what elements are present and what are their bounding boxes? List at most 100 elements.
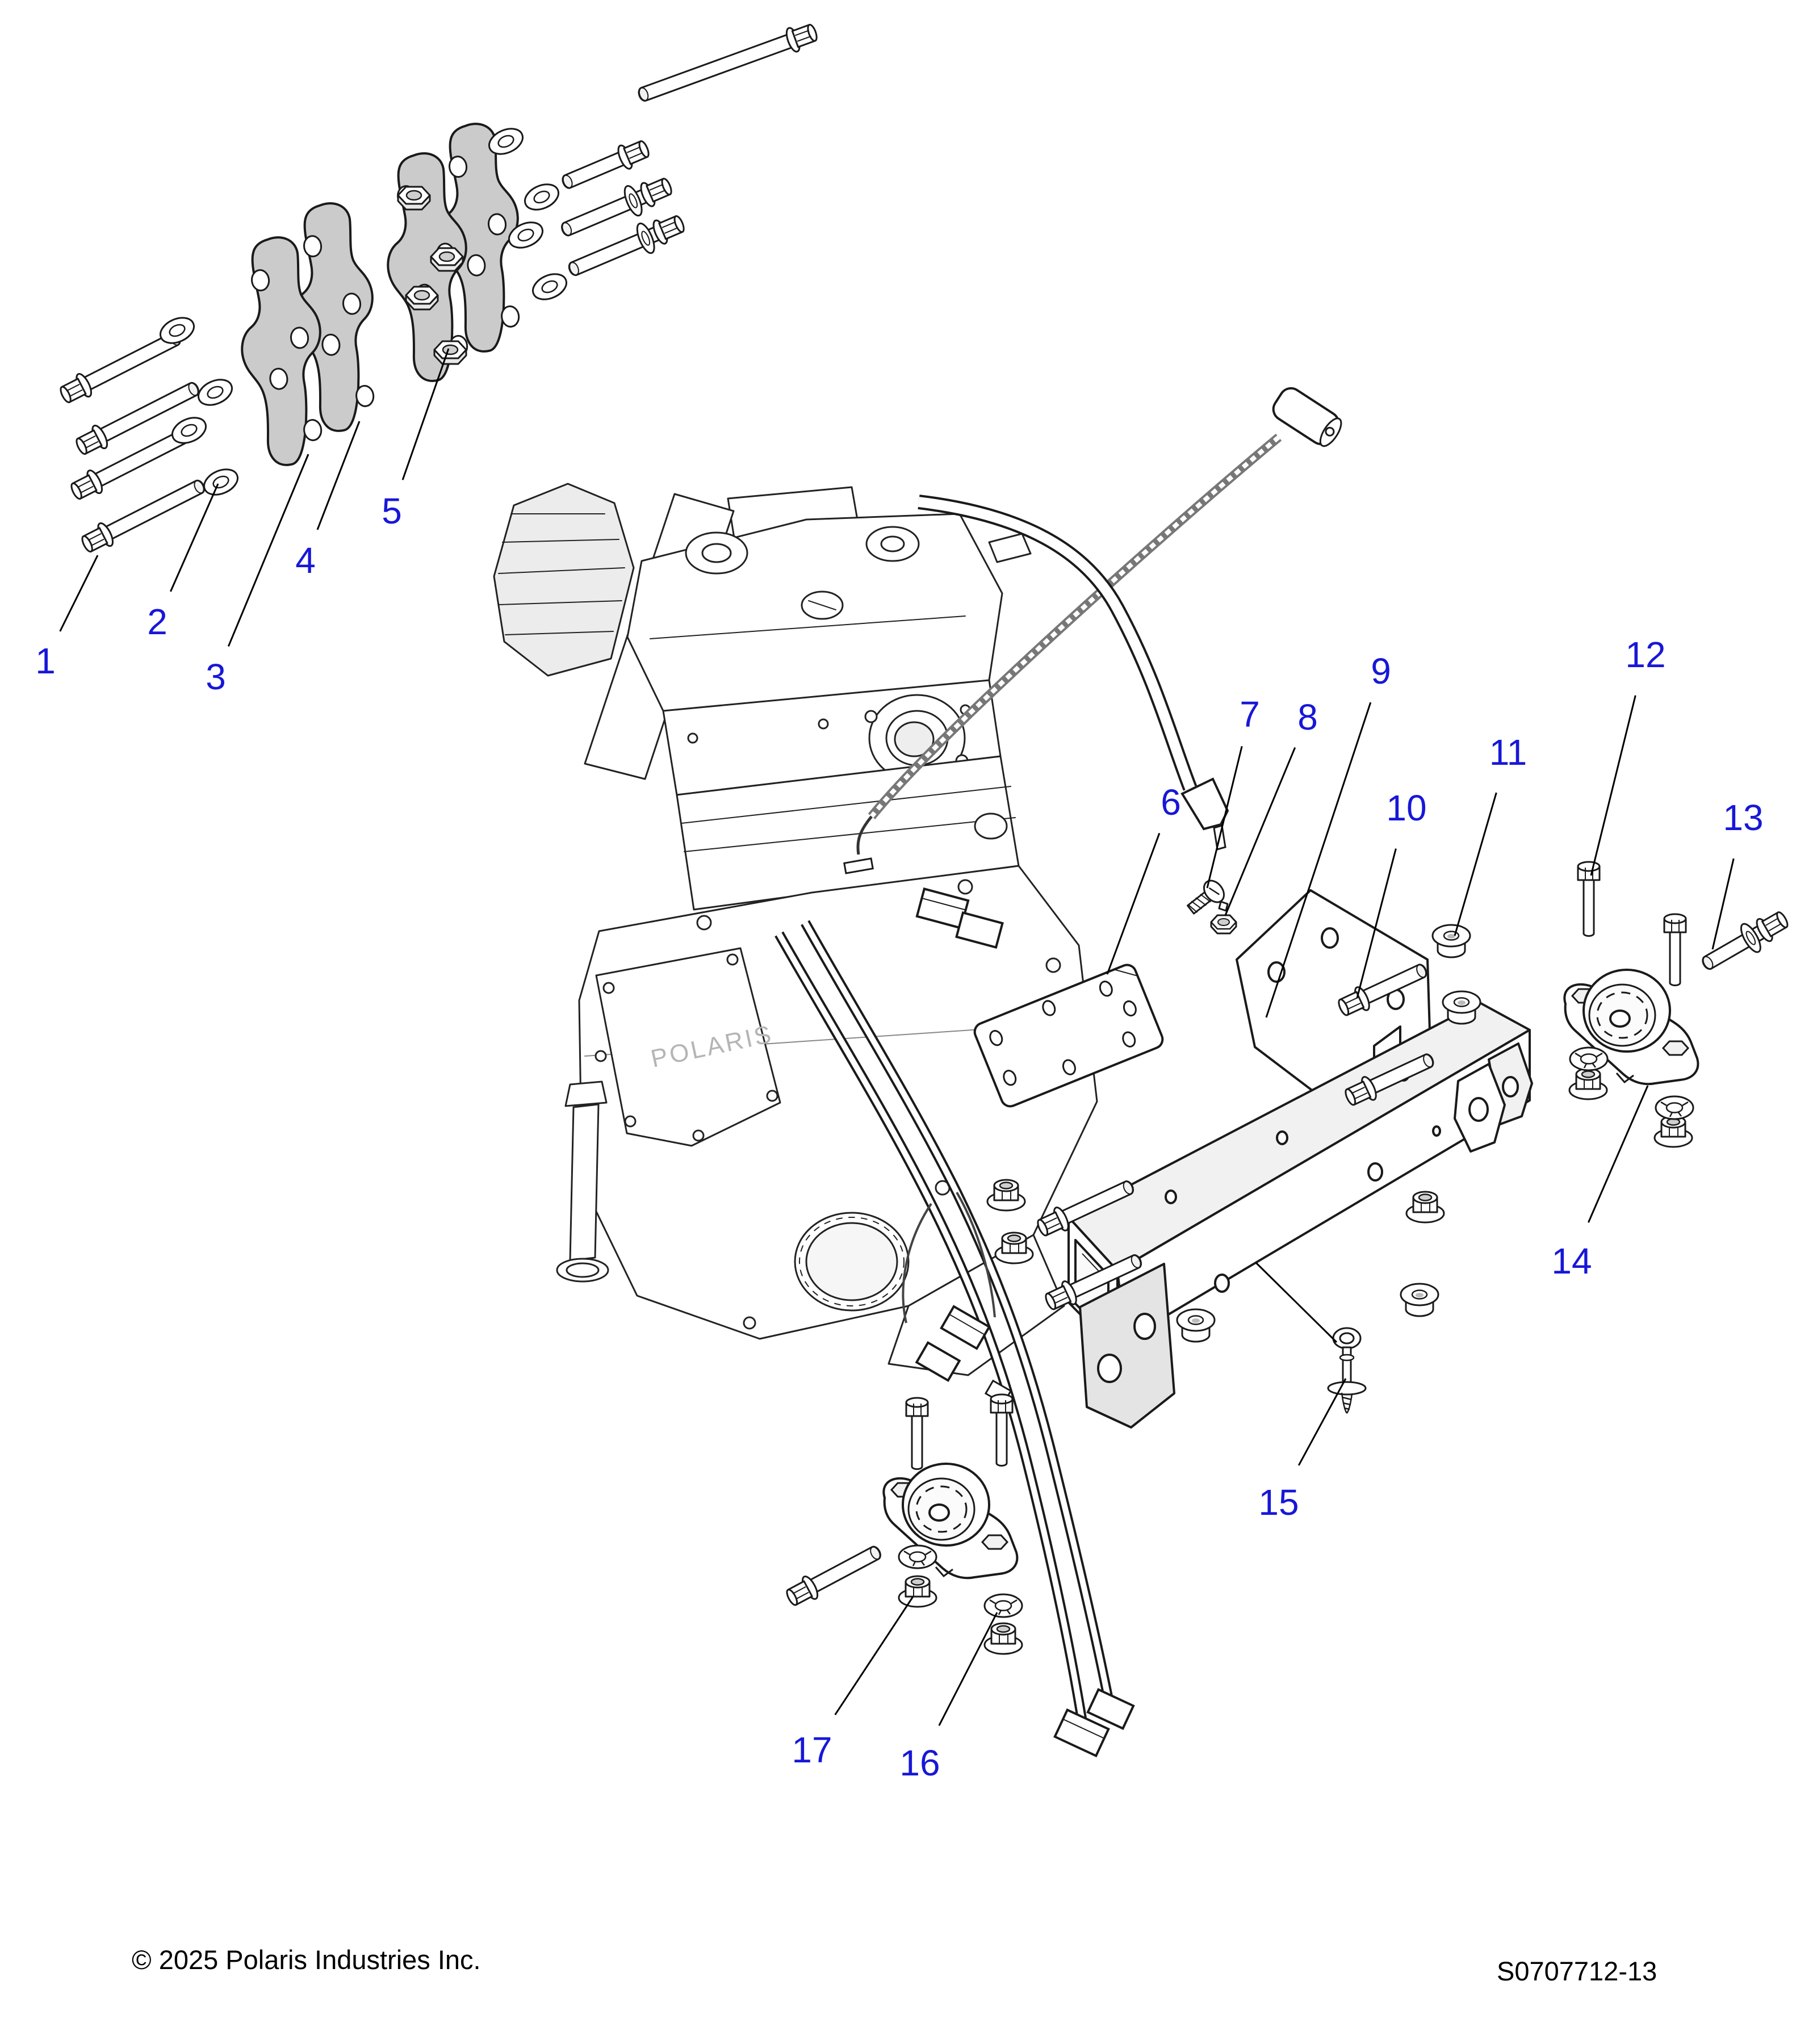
- flange-nut: [1405, 1191, 1445, 1224]
- hex-bolt: [905, 1397, 929, 1470]
- flange-bolt: [568, 215, 685, 277]
- callout-2: 2: [147, 601, 168, 642]
- washer: [524, 183, 559, 211]
- callout-4: 4: [295, 540, 316, 581]
- wiring-harness: [774, 887, 1135, 1758]
- leader-line-13: [1711, 858, 1735, 950]
- grommet: [1442, 990, 1481, 1025]
- leader-line-6: [1106, 832, 1161, 975]
- leader-line-4: [316, 421, 361, 530]
- flange-bolt: [1702, 911, 1789, 970]
- hex-nut: [405, 286, 439, 311]
- bracket-right-hooks: [1454, 1042, 1533, 1153]
- push-pin-rivet: [1327, 1327, 1367, 1414]
- flange-bolt: [1037, 1180, 1134, 1237]
- push-nut: [1569, 1046, 1609, 1071]
- hex-bolt: [1663, 913, 1687, 986]
- callout-5: 5: [382, 491, 402, 531]
- leader-line-12: [1590, 695, 1636, 876]
- callout-7: 7: [1240, 694, 1260, 735]
- washer: [532, 273, 567, 300]
- flange-bolt: [1345, 1053, 1434, 1106]
- callout-9: 9: [1371, 651, 1391, 692]
- leader-line-14: [1588, 1085, 1649, 1223]
- hex-bolt: [990, 1393, 1014, 1467]
- leader-line-5: [401, 348, 450, 480]
- callout-12: 12: [1625, 634, 1665, 675]
- flange-nut: [986, 1179, 1026, 1212]
- leader-line-17: [834, 1596, 914, 1716]
- harness-connector: [1086, 1688, 1135, 1730]
- flange-nut: [994, 1232, 1034, 1264]
- harness-connector: [940, 1305, 991, 1350]
- leader-line-3: [227, 454, 309, 647]
- fasteners: [60, 24, 1789, 1655]
- leader-line-2: [170, 483, 219, 592]
- push-nut: [983, 1593, 1023, 1618]
- flange-nut: [898, 1575, 937, 1608]
- callout-6: 6: [1161, 782, 1181, 823]
- flange-nut: [1653, 1115, 1693, 1148]
- washer: [508, 221, 543, 249]
- cable-terminal: [843, 857, 874, 874]
- push-nut: [898, 1544, 937, 1569]
- spark-plug-boot: [1272, 387, 1342, 447]
- harness-connector: [955, 911, 1004, 949]
- grommet: [1400, 1283, 1439, 1317]
- part-number-text: S0707712-13: [1497, 1956, 1657, 1986]
- hex-nut: [397, 186, 431, 211]
- leader-line-15: [1297, 1378, 1347, 1466]
- washer: [198, 379, 233, 406]
- leader-line-16: [938, 1612, 998, 1726]
- engine-oil-filter: [794, 1212, 910, 1312]
- flange-bolt: [638, 24, 818, 102]
- flange-bolt: [60, 332, 181, 404]
- harness-connector: [1053, 1708, 1110, 1758]
- adapter-plate: [973, 964, 1164, 1108]
- callout-13: 13: [1723, 797, 1763, 838]
- mount-plates: [229, 119, 533, 470]
- flange-nut: [983, 1622, 1023, 1655]
- flange-bolt: [561, 178, 672, 237]
- spark-plug-cable: [843, 387, 1342, 874]
- bracket-hanging-tab: [1079, 1263, 1175, 1429]
- washer: [488, 128, 524, 155]
- push-nut: [1655, 1095, 1694, 1120]
- washer: [203, 468, 238, 496]
- callout-17: 17: [792, 1729, 832, 1770]
- callout-15: 15: [1258, 1482, 1299, 1523]
- flange-bolt: [562, 140, 650, 189]
- washer: [171, 417, 207, 444]
- copyright-text: © 2025 Polaris Industries Inc.: [132, 1945, 481, 1975]
- hex-bolt: [1577, 861, 1601, 937]
- callout-11: 11: [1489, 732, 1527, 773]
- leader-line-1: [59, 555, 99, 632]
- callout-10: 10: [1386, 788, 1426, 828]
- leader-line-11: [1454, 792, 1497, 936]
- grommet: [1176, 1308, 1216, 1343]
- flat-screw: [1186, 879, 1225, 915]
- callout-3: 3: [206, 656, 226, 697]
- leader-line-8: [1224, 747, 1296, 916]
- leader-line-10: [1356, 848, 1397, 999]
- callout-1: 1: [35, 640, 56, 681]
- washer: [160, 317, 195, 344]
- hex-nut: [433, 340, 467, 365]
- stud-nut: [1210, 900, 1237, 935]
- engine-water-outlet: [556, 1080, 609, 1283]
- harness-connector: [915, 1341, 961, 1383]
- flange-nut: [1568, 1067, 1608, 1100]
- callout-14: 14: [1551, 1241, 1592, 1281]
- flange-bolt: [1045, 1254, 1142, 1310]
- callout-8: 8: [1297, 697, 1318, 738]
- leader-line-7: [1206, 745, 1243, 889]
- hex-nut: [430, 247, 464, 272]
- grommet: [1431, 924, 1471, 958]
- engine-polaris-cover: POLARIS: [594, 947, 781, 1147]
- leader-line-extra: [1255, 1262, 1338, 1343]
- flange-bolt: [786, 1545, 881, 1606]
- flange-bolt: [76, 382, 199, 455]
